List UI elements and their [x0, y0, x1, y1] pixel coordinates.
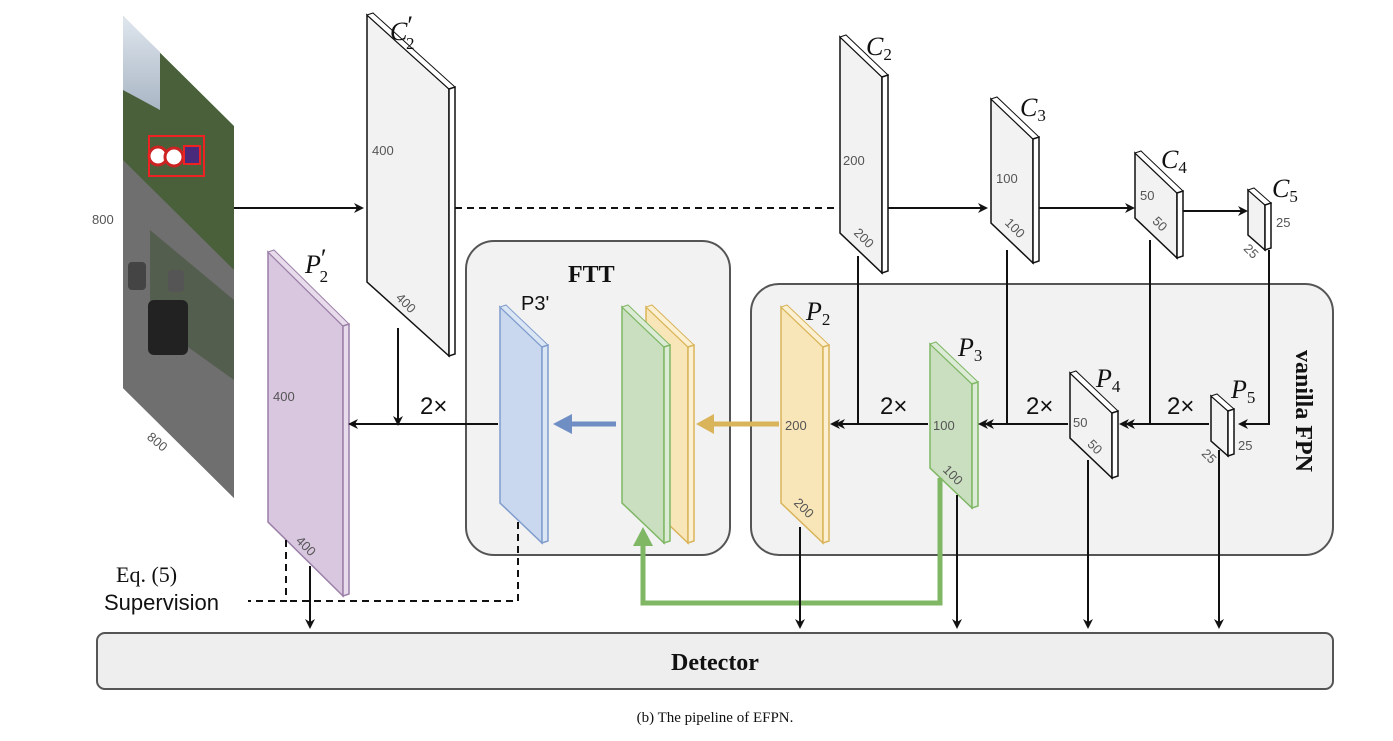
p4-dim-side: 50 [1073, 415, 1087, 430]
c4-feature-map [1134, 150, 1184, 260]
c5-feature-map [1247, 187, 1272, 252]
image-width-label: 800 [92, 212, 114, 227]
p2-prime-label: P′2 [304, 244, 328, 286]
green-arrow-p3-to-ftt [640, 478, 943, 606]
p5-label: P5 [1230, 375, 1255, 407]
p3-prime-feature-map [499, 304, 549, 545]
c3-dim-side: 100 [996, 171, 1018, 186]
image-height-label: 800 [144, 429, 170, 454]
c5-dim-side: 25 [1276, 215, 1290, 230]
green-arrow-head [633, 527, 653, 546]
supervision-dashed-p3-prime [286, 522, 519, 602]
c3-label: C3 [1020, 93, 1046, 125]
p4-feature-map [1069, 370, 1119, 480]
p2-dim-side: 200 [785, 418, 807, 433]
supervision-eq-label: Eq. (5) [116, 562, 177, 587]
p3-feature-map [929, 341, 979, 510]
figure-caption: (b) The pipeline of EFPN. [637, 710, 794, 726]
p3-prime-label: P3' [521, 293, 549, 315]
vanilla-fpn-title: vanilla FPN [1290, 350, 1316, 473]
c2-feature-map [839, 34, 889, 275]
p4-label: P4 [1095, 364, 1121, 396]
c4-label: C4 [1161, 145, 1187, 177]
upsample-label-p5-p4: 2× [1167, 393, 1194, 420]
p3-label: P3 [957, 333, 982, 365]
c2-prime-dim-side: 400 [372, 143, 394, 158]
p2-label: P2 [805, 297, 830, 329]
p5-dim-side: 25 [1238, 438, 1252, 453]
p3-dim-side: 100 [933, 418, 955, 433]
lateral-c5-to-p5 [1238, 250, 1270, 429]
vanilla-fpn-box [750, 283, 1334, 556]
c2-label: C2 [866, 32, 892, 64]
p2-feature-map [780, 304, 830, 545]
yellow-arrow-head [696, 414, 714, 434]
supervision-dashed-p2-prime [248, 540, 287, 602]
upsample-label-p4-p3: 2× [1026, 393, 1053, 420]
detector-label: Detector [671, 650, 759, 676]
p2-prime-dim-side: 400 [273, 389, 295, 404]
p2-prime-feature-map [267, 249, 350, 598]
c3-feature-map [990, 96, 1040, 265]
ftt-green-map [621, 304, 671, 545]
c2-prime-feature-map [366, 12, 456, 358]
blue-arrow-head [553, 414, 572, 434]
upsample-label-p3-p2: 2× [880, 393, 907, 420]
c2-dim-side: 200 [843, 153, 865, 168]
p5-feature-map [1210, 393, 1235, 458]
upsample-label-p3-prime-p2-prime: 2× [420, 393, 447, 420]
c2-prime-label: C′2 [390, 11, 415, 53]
detector-box [96, 632, 1334, 690]
c5-label: C5 [1272, 174, 1298, 206]
input-image [123, 16, 234, 498]
c4-dim-side: 50 [1140, 188, 1154, 203]
supervision-label: Supervision [104, 590, 219, 615]
ftt-title: FTT [568, 262, 615, 288]
